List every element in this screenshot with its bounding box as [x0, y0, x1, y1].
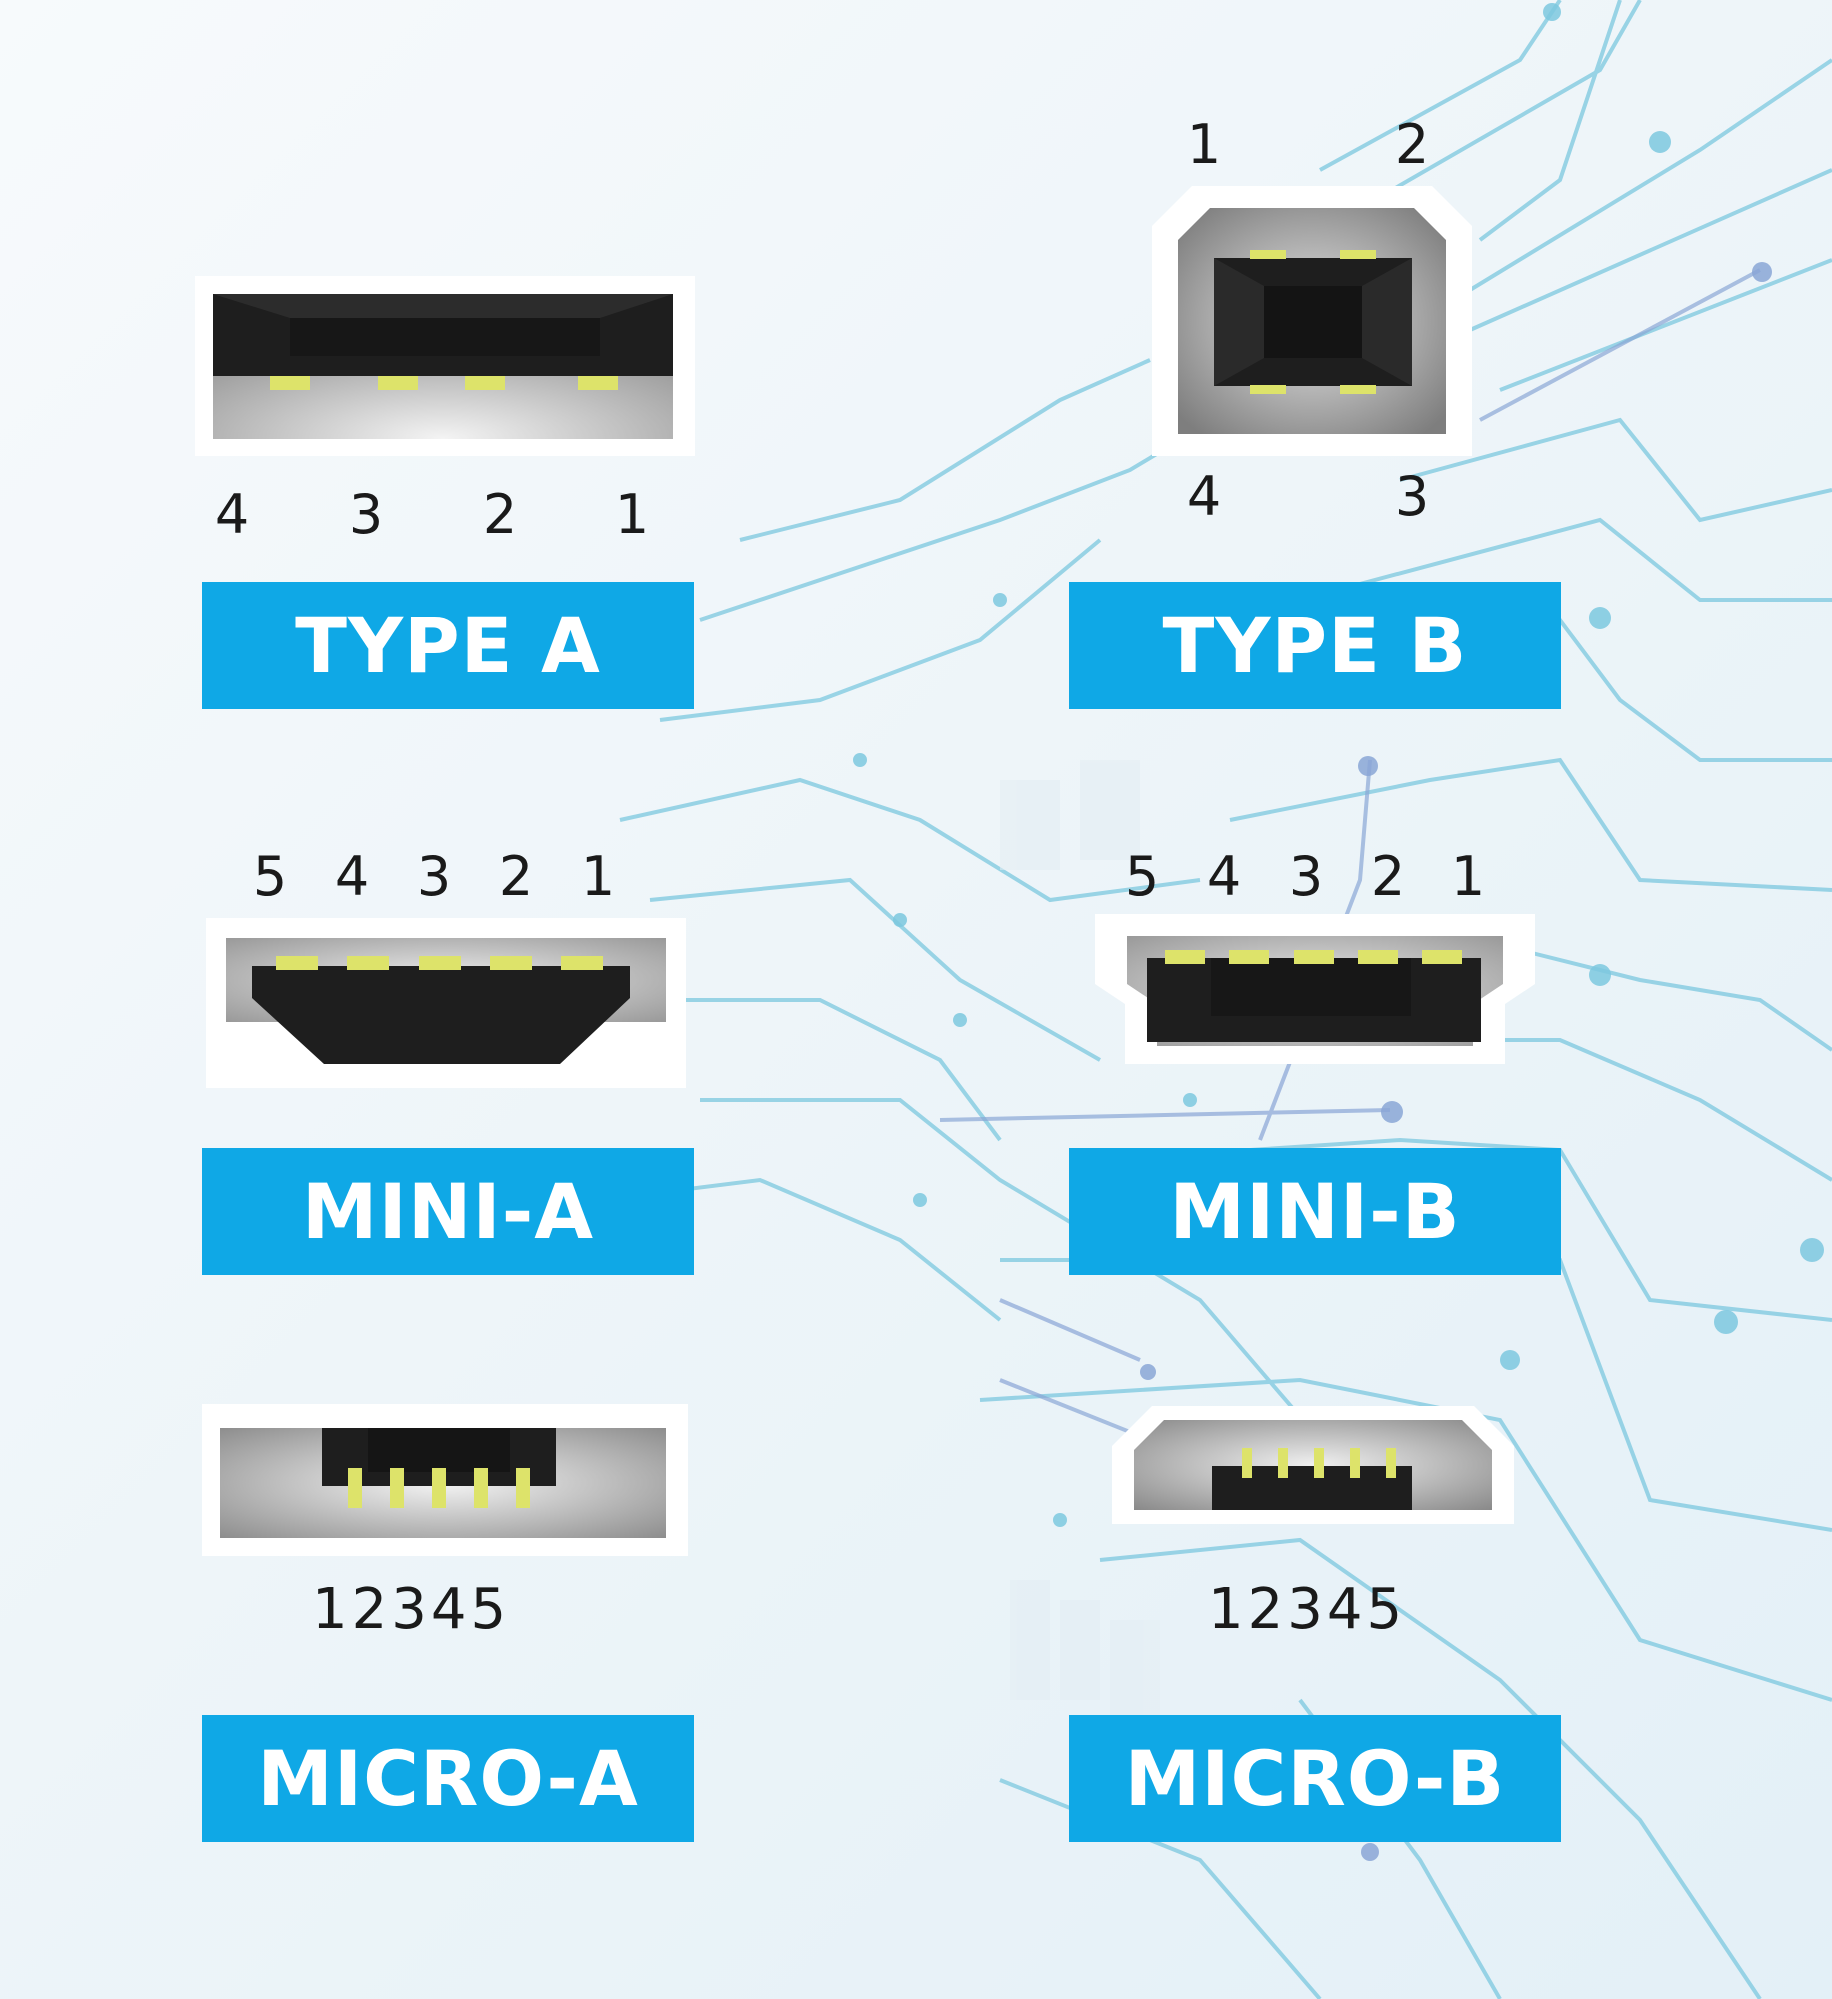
micro-b-pin-numbers: 12345	[1208, 1577, 1407, 1642]
usb-type-a-socket-icon	[195, 276, 695, 456]
micro-b-label: MICRO-B	[1069, 1715, 1561, 1842]
pin-number: 4	[1186, 465, 1222, 528]
pin-number: 4	[334, 845, 370, 908]
pin-number: 1	[614, 483, 650, 546]
usb-mini-a-socket-icon	[206, 918, 686, 1088]
usb-micro-b-socket-icon	[1112, 1406, 1514, 1524]
mini-a-label: MINI-A	[202, 1148, 694, 1275]
pin-number: 2	[498, 845, 534, 908]
type-a-label: TYPE A	[202, 582, 694, 709]
pin-number: 2	[482, 483, 518, 546]
micro-a-pin-numbers: 12345	[312, 1577, 511, 1642]
pin-number: 4	[1206, 845, 1242, 908]
type-a-pin-numbers: 4 3 2 1	[0, 488, 800, 548]
pin-number: 5	[252, 845, 288, 908]
usb-mini-b-socket-icon	[1095, 914, 1535, 1064]
usb-type-b-socket-icon	[1152, 186, 1472, 456]
pin-number: 4	[214, 483, 250, 546]
micro-a-label: MICRO-A	[202, 1715, 694, 1842]
mini-b-label: MINI-B	[1069, 1148, 1561, 1275]
pin-number: 3	[348, 483, 384, 546]
mini-b-pin-numbers: 5 4 3 2 1	[1000, 850, 1600, 910]
type-b-top-pin-numbers: 1 2	[1000, 118, 1600, 178]
pin-number: 3	[1394, 465, 1430, 528]
pin-number: 1	[1450, 845, 1486, 908]
mini-a-pin-numbers: 5 4 3 2 1	[0, 850, 800, 910]
pin-number: 2	[1370, 845, 1406, 908]
type-b-label: TYPE B	[1069, 582, 1561, 709]
pin-number: 1	[1186, 113, 1222, 176]
pin-number: 3	[1288, 845, 1324, 908]
type-b-bottom-pin-numbers: 4 3	[1000, 470, 1600, 530]
pin-number: 2	[1394, 113, 1430, 176]
usb-micro-a-socket-icon	[202, 1404, 688, 1556]
pin-number: 1	[580, 845, 616, 908]
pin-number: 5	[1124, 845, 1160, 908]
pin-number: 3	[416, 845, 452, 908]
